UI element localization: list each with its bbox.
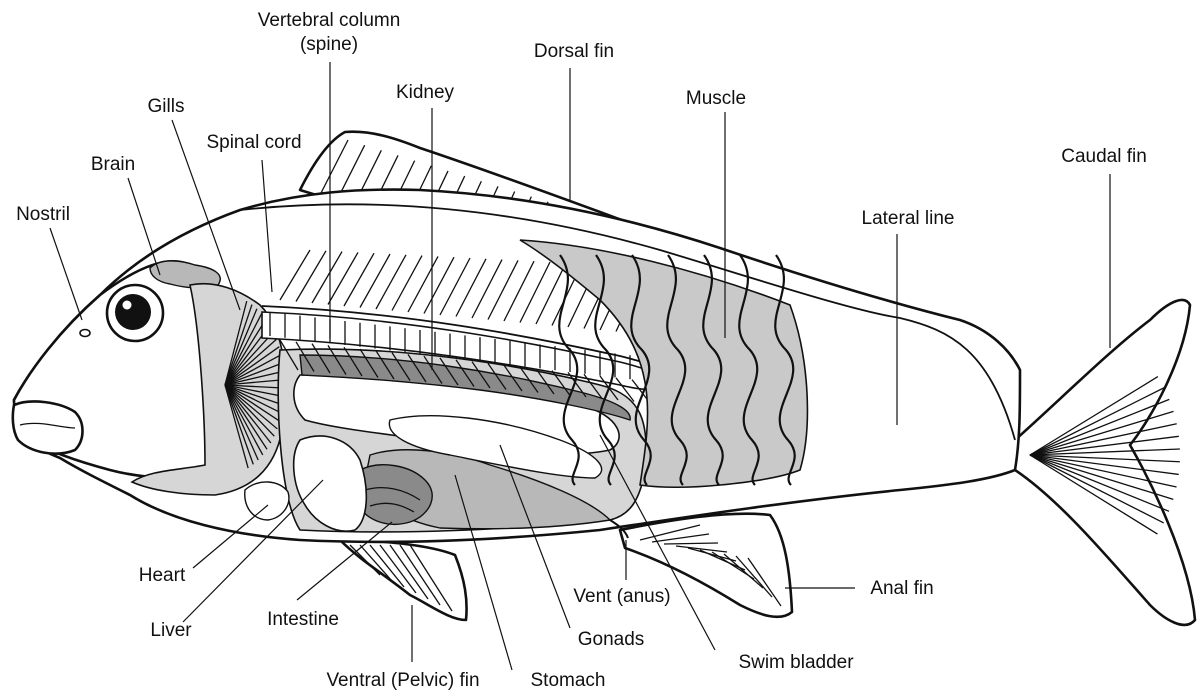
label-lateral-line: Lateral line	[862, 208, 955, 229]
label-swim-bladder: Swim bladder	[738, 652, 854, 673]
label-muscle: Muscle	[686, 88, 746, 109]
label-caudal-fin: Caudal fin	[1061, 146, 1147, 167]
label-gills: Gills	[148, 96, 185, 117]
label-heart: Heart	[139, 565, 186, 586]
label-intestine: Intestine	[267, 609, 339, 630]
label-spinal-cord: Spinal cord	[206, 132, 301, 153]
ventral-fin	[340, 540, 467, 620]
label-gonads: Gonads	[578, 629, 645, 650]
label-ventral-fin: Ventral (Pelvic) fin	[326, 670, 479, 691]
label-dorsal-fin: Dorsal fin	[534, 41, 614, 62]
label-brain: Brain	[91, 154, 135, 175]
label-vertebral-column: Vertebral column	[258, 10, 401, 31]
label-liver: Liver	[150, 620, 192, 641]
pupil	[115, 294, 151, 330]
label-vent: Vent (anus)	[573, 586, 670, 607]
label-nostril: Nostril	[16, 204, 70, 225]
label-vertebral-column-spine: (spine)	[300, 34, 358, 55]
nostril	[80, 330, 90, 337]
label-kidney: Kidney	[396, 82, 455, 103]
label-anal-fin: Anal fin	[870, 578, 933, 599]
label-stomach: Stomach	[531, 670, 606, 691]
